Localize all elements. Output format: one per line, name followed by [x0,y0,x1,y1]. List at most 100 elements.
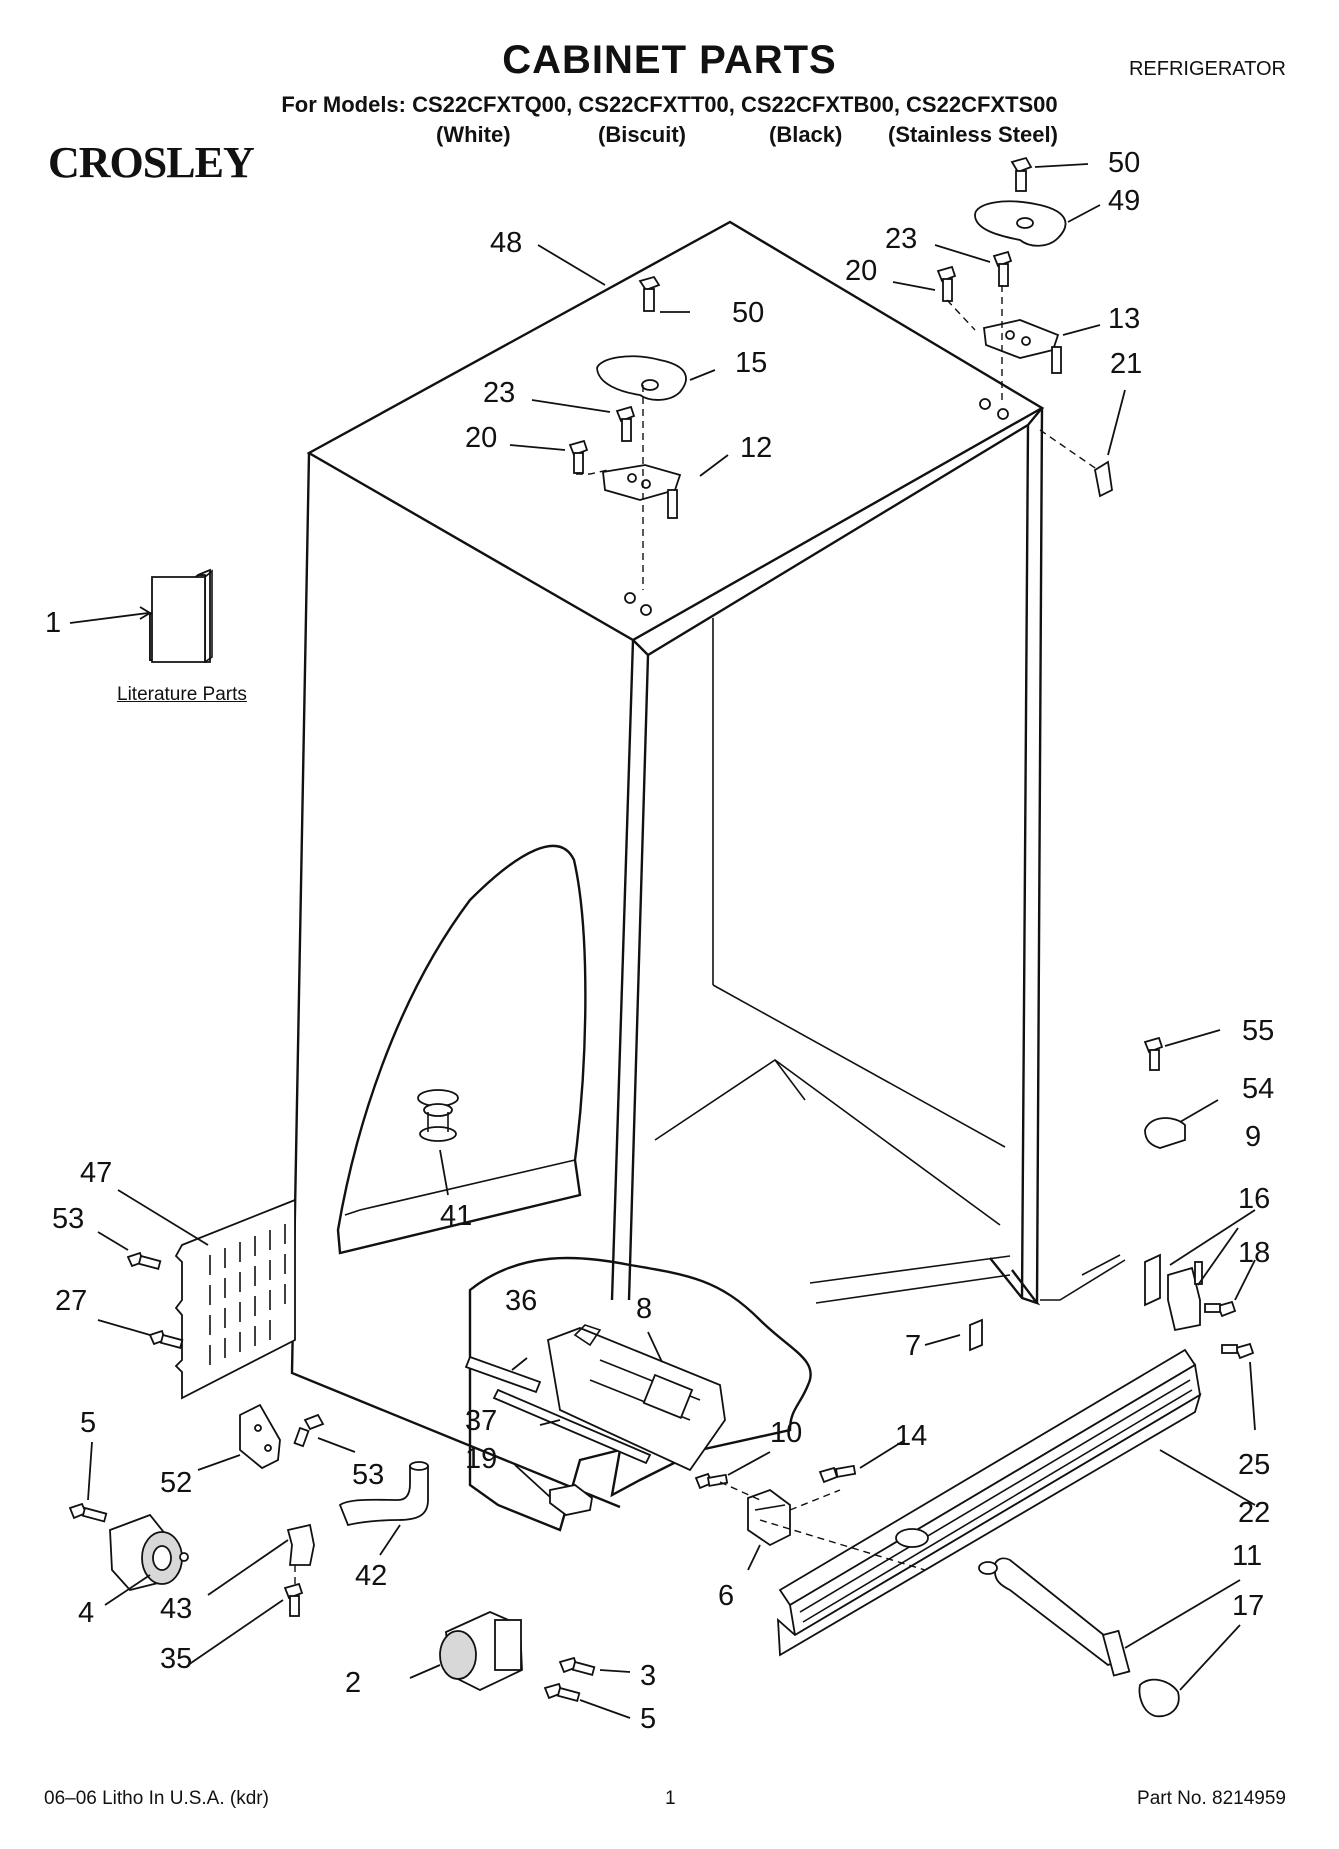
footer-litho: 06–06 Litho In U.S.A. (kdr) [44,1788,269,1809]
bolt-23-right [992,250,1013,287]
screw-53-center [293,1413,325,1448]
callout-10: 10 [770,1417,802,1449]
callout-36: 36 [505,1285,537,1317]
screw-3 [558,1656,596,1677]
screw-10 [694,1472,729,1490]
hinge-cover-49 [974,200,1067,247]
rear-grille-47 [174,1198,296,1400]
callout-52: 52 [160,1467,192,1499]
variant-black: (Black) [769,122,843,147]
callout-9: 9 [1245,1121,1261,1153]
bracket-52 [239,1403,281,1470]
callout-35: 35 [160,1643,192,1675]
roller-4 [109,1513,189,1592]
cabinet-shell [290,220,1045,1509]
screw-27 [148,1329,184,1350]
footer-part-number: Part No. 8214959 [1137,1788,1286,1809]
brand-logo: CROSLEY [48,138,255,187]
rod-37 [492,1388,652,1465]
water-filter-11 [978,1557,1131,1677]
literature-parts-label: Literature Parts [117,684,247,705]
plug-21 [1093,460,1113,498]
callout-17: 17 [1232,1590,1264,1622]
footer-page-number: 1 [665,1788,676,1809]
bolt-20-right [936,265,957,302]
callout-47: 47 [80,1157,112,1189]
literature-booklet [149,568,213,663]
callout-13: 13 [1108,303,1140,335]
variant-stainless: (Stainless Steel) [888,122,1058,147]
screw-25 [1221,1342,1255,1360]
callout-21: 21 [1110,348,1142,380]
callout-50-right: 50 [1108,147,1140,179]
callout-50-center: 50 [732,297,764,329]
screw-18 [1204,1300,1237,1318]
callout-53-left: 53 [52,1203,84,1235]
callout-7: 7 [905,1330,921,1362]
callout-labels: 1 48 50 15 23 20 12 50 49 23 20 13 21 41… [45,147,1274,1735]
variant-biscuit: (Biscuit) [598,122,686,147]
drain-pan-8 [546,1324,726,1472]
bracket-6 [747,1488,791,1547]
filter-cap-17 [1138,1678,1180,1718]
callout-11: 11 [1232,1540,1262,1572]
callout-25: 25 [1238,1449,1270,1481]
callout-8: 8 [636,1293,652,1325]
callout-20-center: 20 [465,422,497,454]
screw-5-right [543,1682,581,1703]
callout-48: 48 [490,227,522,259]
tube-36 [464,1355,542,1394]
callout-41: 41 [440,1200,472,1232]
screw-53-left [126,1251,162,1271]
bracket-54 [1144,1117,1186,1149]
hinge-pin-16 [1167,1261,1203,1332]
screw-50-center [638,275,661,312]
callout-27: 27 [55,1285,87,1317]
callout-16: 16 [1238,1183,1270,1215]
callout-15: 15 [735,347,767,379]
callout-19: 19 [465,1443,497,1475]
product-category: REFRIGERATOR [1128,58,1286,80]
screw-5-left [68,1502,108,1523]
callout-6: 6 [718,1580,734,1612]
hinge-13 [983,319,1062,374]
screw-55 [1143,1036,1164,1071]
hinge-cover-15 [596,355,687,401]
bolt-23-center [615,405,636,442]
callout-49: 49 [1108,185,1140,217]
callout-55: 55 [1242,1015,1274,1047]
bracket-7 [969,1318,983,1352]
drain-cup-41 [417,1089,459,1142]
screw-14 [818,1464,857,1484]
callout-1: 1 [45,607,61,639]
callout-5-right: 5 [640,1703,656,1735]
callout-leaders [69,163,1256,1719]
bolt-20-center [568,439,589,474]
base-grille-22 [776,1348,1202,1657]
clamp-43 [286,1523,315,1566]
callout-37: 37 [465,1405,497,1437]
screw-35 [283,1582,304,1617]
callout-23-center: 23 [483,377,515,409]
callout-22: 22 [1238,1497,1270,1529]
callout-54: 54 [1242,1073,1274,1105]
callout-2: 2 [345,1667,361,1699]
models-line: For Models: CS22CFXTQ00, CS22CFXTT00, CS… [281,92,1058,117]
callout-43: 43 [160,1593,192,1625]
callout-23-right: 23 [885,223,917,255]
callout-53-center: 53 [352,1459,384,1491]
callout-5-left: 5 [80,1407,96,1439]
hinge-bracket-9 [1144,1253,1161,1307]
roller-2 [439,1611,523,1692]
screw-50-right [1010,156,1033,192]
callout-18: 18 [1238,1237,1270,1269]
callout-3: 3 [640,1660,656,1692]
callout-14: 14 [895,1420,927,1452]
callout-12: 12 [740,432,772,464]
callout-20-right: 20 [845,255,877,287]
cutaway-compressor [468,1256,812,1532]
drain-hose-42 [338,1461,429,1527]
page-title: CABINET PARTS [502,38,837,82]
